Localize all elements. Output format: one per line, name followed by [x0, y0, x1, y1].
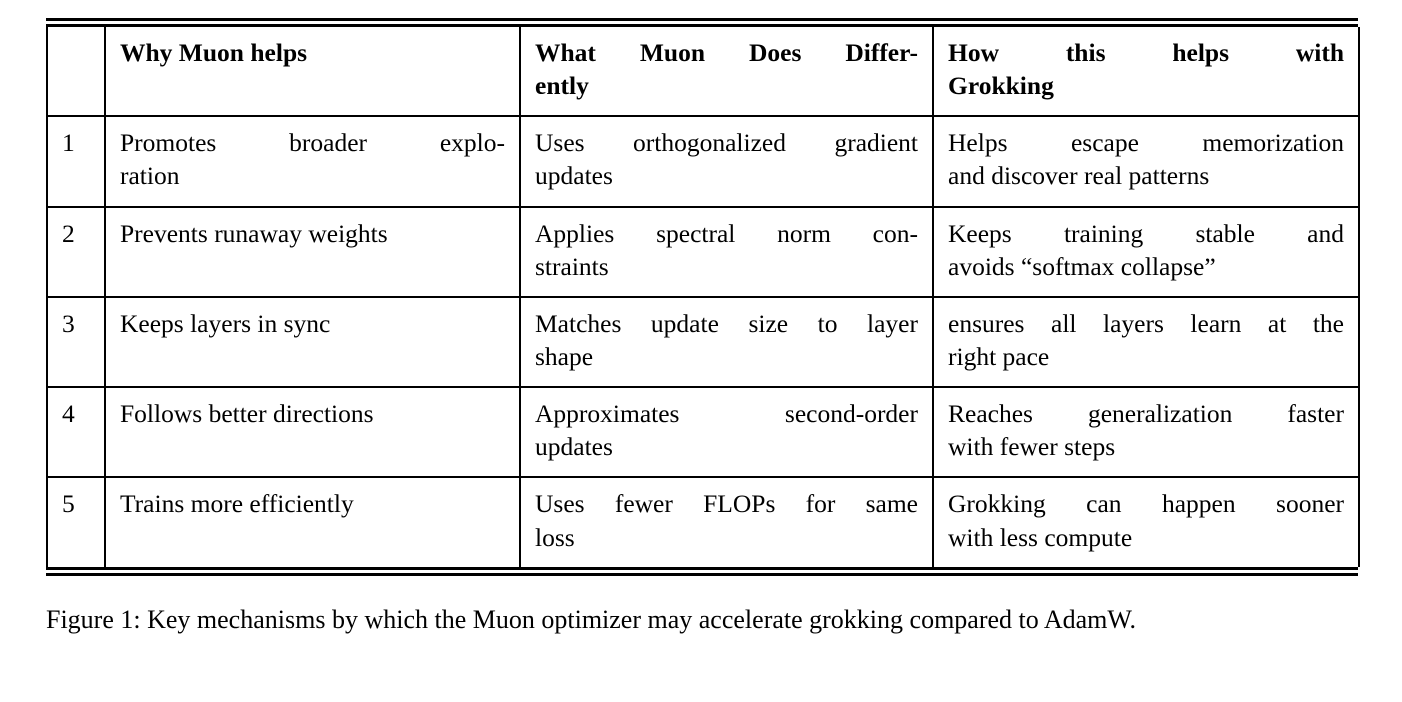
table-header: Why Muon helps What Muon Does Differ- en…	[46, 27, 1360, 117]
row-index: 1	[46, 115, 106, 207]
header-cell-how: How this helps with Grokking	[932, 27, 1360, 117]
cell-why: Prevents runaway weights	[104, 205, 521, 297]
cell-line: Applies spectral norm con-	[535, 218, 918, 248]
cell-how: Helps escape memorization and discover r…	[932, 115, 1360, 207]
cell-line: with less compute	[948, 522, 1133, 552]
header-cell-why: Why Muon helps	[104, 27, 521, 117]
header-what-line-2: ently	[535, 71, 589, 101]
header-cell-what: What Muon Does Differ- ently	[519, 27, 934, 117]
cell-line: right pace	[948, 341, 1050, 371]
table-row: 5 Trains more efficiently Uses fewer FLO…	[46, 476, 1360, 567]
table-row: 2 Prevents runaway weights Applies spect…	[46, 205, 1360, 297]
row-index: 3	[46, 295, 106, 388]
table-row: 3 Keeps layers in sync Matches update si…	[46, 295, 1360, 388]
row-index: 4	[46, 386, 106, 478]
cell-line: avoids “softmax collapse”	[948, 251, 1216, 281]
cell-line: Uses fewer FLOPs for same	[535, 489, 918, 519]
table-row: 4 Follows better directions Approximates…	[46, 386, 1360, 478]
row-index: 5	[46, 476, 106, 567]
cell-line: ensures all layers learn at the	[948, 308, 1344, 338]
cell-what: Uses orthogonalized gradient updates	[519, 115, 934, 207]
cell-why: Follows better directions	[104, 386, 521, 478]
cell-what: Approximates second-order updates	[519, 386, 934, 478]
cell-how: ensures all layers learn at the right pa…	[932, 295, 1360, 388]
header-how-line-2: Grokking	[948, 71, 1054, 101]
cell-line: Prevents runaway weights	[120, 218, 388, 248]
cell-line: loss	[535, 522, 575, 552]
cell-how: Reaches generalization faster with fewer…	[932, 386, 1360, 478]
header-why-line-1: Why Muon helps	[120, 38, 308, 67]
cell-why: Trains more efficiently	[104, 476, 521, 567]
cell-what: Matches update size to layer shape	[519, 295, 934, 388]
cell-how: Keeps training stable and avoids “softma…	[932, 205, 1360, 297]
cell-line: Approximates second-order	[535, 399, 918, 429]
table-row: 1 Promotes broader explo- ration Uses or…	[46, 115, 1360, 207]
cell-line: Keeps layers in sync	[120, 308, 331, 338]
cell-why: Promotes broader explo- ration	[104, 115, 521, 207]
cell-line: Keeps training stable and	[948, 218, 1344, 248]
cell-line: Reaches generalization faster	[948, 399, 1344, 429]
table-body: 1 Promotes broader explo- ration Uses or…	[46, 115, 1360, 567]
table-container: Why Muon helps What Muon Does Differ- en…	[46, 18, 1360, 576]
cell-line: Matches update size to layer	[535, 308, 918, 338]
cell-what: Uses fewer FLOPs for same loss	[519, 476, 934, 567]
header-how-line-1: How this helps with	[948, 38, 1344, 67]
figure-caption: Figure 1: Key mechanisms by which the Mu…	[46, 605, 1137, 634]
header-cell-index	[46, 27, 106, 117]
row-index: 2	[46, 205, 106, 297]
cell-line: shape	[535, 341, 594, 371]
cell-how: Grokking can happen sooner with less com…	[932, 476, 1360, 567]
cell-line: Grokking can happen sooner	[948, 489, 1344, 519]
cell-line: Trains more efficiently	[120, 489, 354, 519]
cell-line: ration	[120, 161, 180, 191]
table-bottom-rule	[46, 566, 1358, 576]
mechanisms-table: Why Muon helps What Muon Does Differ- en…	[46, 27, 1360, 567]
cell-line: Helps escape memorization	[948, 128, 1344, 158]
cell-line: and discover real patterns	[948, 161, 1210, 191]
header-row: Why Muon helps What Muon Does Differ- en…	[46, 27, 1360, 117]
table-top-rule	[46, 18, 1358, 27]
cell-what: Applies spectral norm con- straints	[519, 205, 934, 297]
cell-line: updates	[535, 161, 613, 191]
cell-line: straints	[535, 251, 609, 281]
cell-line: updates	[535, 432, 613, 462]
header-what-line-1: What Muon Does Differ-	[535, 38, 918, 67]
cell-line: Follows better directions	[120, 399, 374, 429]
cell-line: with fewer steps	[948, 432, 1116, 462]
cell-line: Uses orthogonalized gradient	[535, 128, 918, 158]
cell-line: Promotes broader explo-	[120, 128, 505, 158]
cell-why: Keeps layers in sync	[104, 295, 521, 388]
